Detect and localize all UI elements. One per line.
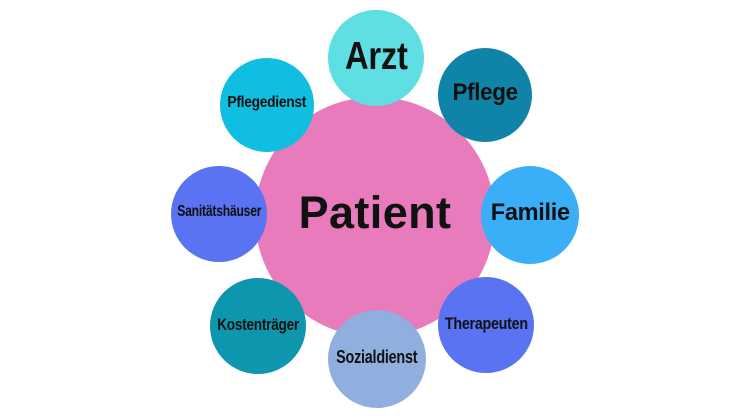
node-label-pflegedienst: Pflegedienst	[227, 94, 307, 111]
node-label-therapeuten: Therapeuten	[444, 313, 528, 333]
node-label-pflege: Pflege	[452, 79, 518, 106]
node-label-familie: Familie	[490, 199, 570, 226]
node-label-kostentraeger: Kostenträger	[217, 314, 299, 334]
node-sanitaetshaeuser: Sanitätshäuser	[171, 166, 267, 262]
node-label-sanitaetshaeuser: Sanitätshäuser	[177, 203, 262, 220]
node-arzt: Arzt	[328, 10, 424, 106]
node-label-patient: Patient	[298, 186, 452, 238]
node-label-sozialdienst: Sozialdienst	[336, 347, 418, 367]
node-sozialdienst: Sozialdienst	[328, 310, 426, 408]
node-kostentraeger: Kostenträger	[210, 278, 306, 374]
node-pflege: Pflege	[438, 48, 532, 142]
node-therapeuten: Therapeuten	[438, 277, 534, 373]
node-familie: Familie	[481, 166, 579, 264]
node-label-arzt: Arzt	[344, 34, 408, 78]
node-pflegedienst: Pflegedienst	[220, 58, 314, 152]
